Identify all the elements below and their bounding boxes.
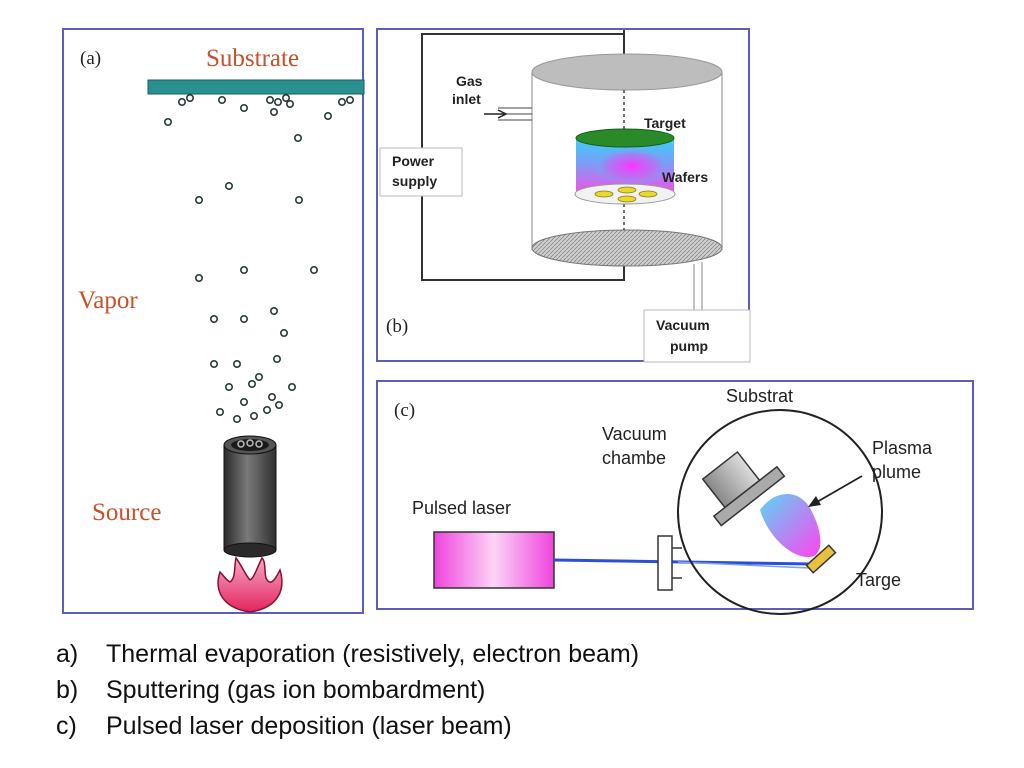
substrate-holder: [701, 450, 786, 527]
arrow-head-icon: [808, 496, 821, 507]
vapor-particle: [240, 104, 249, 113]
vapor-particle: [210, 359, 219, 368]
pulsed-laser-box: [433, 531, 555, 589]
vapor-particle: [337, 98, 346, 107]
vapor-particle: [195, 196, 204, 205]
vapor-particle: [240, 266, 249, 275]
vapor-particle: [268, 392, 277, 401]
vacuum-chamber-label-2: chambe: [602, 448, 666, 468]
caption-label: b): [56, 676, 79, 704]
targe-label: Targe: [856, 570, 901, 590]
plasma-plume-label-2: plume: [872, 462, 921, 482]
vapor-particle: [310, 266, 319, 275]
wafer: [594, 190, 614, 198]
panel-b-illustration: Power supply Gas inlet Target Wafers Vac…: [379, 30, 751, 363]
caption-label: a): [56, 640, 79, 668]
wafer: [638, 190, 658, 198]
vacuum-chamber-circle: [677, 409, 883, 615]
panel-a-thermal-evaporation: (a) Substrate Vapor Source: [62, 28, 365, 614]
vapor-particle: [286, 100, 295, 109]
power-supply-box: [379, 147, 463, 197]
vapor-particle: [186, 94, 195, 103]
vacuum-pump-label-1: Vacuum: [656, 317, 710, 333]
vapor-particle: [295, 196, 304, 205]
power-supply-label-2: supply: [392, 173, 437, 189]
substrate-bar: [147, 79, 365, 95]
vapor-particle: [345, 96, 354, 105]
vapor-particle: [233, 359, 242, 368]
wafers-label: Wafers: [662, 169, 708, 185]
flame-icon: [217, 556, 283, 613]
vapor-particle: [275, 400, 284, 409]
chamber-bottom-grid: [531, 229, 723, 267]
panel-b-sputtering: Power supply Gas inlet Target Wafers Vac…: [376, 28, 751, 363]
vapor-particle: [195, 274, 204, 283]
evaporation-source-crucible: [223, 435, 277, 558]
gas-inlet-arrow-icon: [497, 109, 508, 119]
vapor-particle: [240, 314, 249, 323]
vapor-particle: [240, 397, 249, 406]
plasma-plume-label-1: Plasma: [872, 438, 933, 458]
panel-a-tag: (a): [80, 48, 101, 69]
vapor-particle: [273, 354, 282, 363]
plasma-plume: [760, 493, 821, 558]
vapor-particle: [233, 414, 242, 423]
wafer: [617, 186, 637, 194]
vapor-particle: [248, 379, 257, 388]
vapor-particle: [280, 328, 289, 337]
target-disk: [575, 128, 675, 148]
panel-c-illustration: (c) Pulsed laser Substrat Vacuum chambe …: [394, 386, 933, 615]
vapor-particles: [164, 94, 354, 423]
vapor-label: Vapor: [78, 287, 138, 314]
panel-c-tag: (c): [394, 400, 415, 421]
wafer: [617, 195, 637, 203]
vapor-particle: [294, 134, 303, 143]
caption-item-a: a) Thermal evaporation (resistively, elec…: [56, 636, 639, 672]
gas-inlet-label-1: Gas: [456, 73, 483, 89]
caption-label: c): [56, 712, 77, 740]
vapor-particle: [270, 108, 279, 117]
chamber-top-lid: [531, 53, 723, 91]
caption-item-b: b) Sputtering (gas ion bombardment): [56, 672, 639, 708]
panel-a-illustration: (a) Substrate Vapor Source: [78, 45, 365, 613]
vacuum-pump-label-2: pump: [670, 338, 708, 354]
vapor-particle: [282, 94, 291, 103]
target-label: Target: [644, 115, 686, 131]
caption-text: Thermal evaporation (resistively, electr…: [106, 640, 640, 668]
vapor-particle: [255, 372, 264, 381]
power-supply-label-1: Power: [392, 153, 435, 169]
vapor-particle: [218, 96, 227, 105]
vapor-particle: [164, 118, 173, 127]
caption-text: Sputtering (gas ion bombardment): [106, 676, 486, 704]
vapor-particle: [225, 382, 234, 391]
vapor-particle: [266, 96, 275, 105]
vapor-particle: [270, 306, 279, 315]
vapor-particle: [274, 98, 283, 107]
vapor-particle: [250, 411, 259, 420]
substrat-label: Substrat: [726, 386, 793, 406]
substrate-label: Substrate: [206, 45, 299, 72]
vapor-particle: [210, 314, 219, 323]
wafer-holder: [574, 183, 676, 205]
caption-item-c: c) Pulsed laser deposition (laser beam): [56, 708, 639, 744]
vapor-particle: [178, 98, 187, 107]
caption-list: a) Thermal evaporation (resistively, elec…: [56, 636, 639, 744]
panel-c-pulsed-laser-deposition: (c) Pulsed laser Substrat Vacuum chambe …: [376, 380, 974, 615]
vapor-particle: [263, 405, 272, 414]
vapor-particle: [323, 112, 332, 121]
panel-b-tag: (b): [386, 316, 408, 337]
source-label: Source: [92, 499, 161, 526]
target-plate: [805, 544, 837, 574]
vapor-particle: [216, 407, 225, 416]
caption-text: Pulsed laser deposition (laser beam): [106, 712, 512, 740]
vacuum-pump-box: [643, 309, 751, 363]
gas-inlet-label-2: inlet: [452, 91, 481, 107]
entrance-window: [657, 535, 673, 591]
vacuum-chamber-label-1: Vacuum: [602, 424, 667, 444]
vapor-particle: [225, 182, 234, 191]
pulsed-laser-label: Pulsed laser: [412, 498, 511, 518]
vapor-particle: [288, 382, 297, 391]
